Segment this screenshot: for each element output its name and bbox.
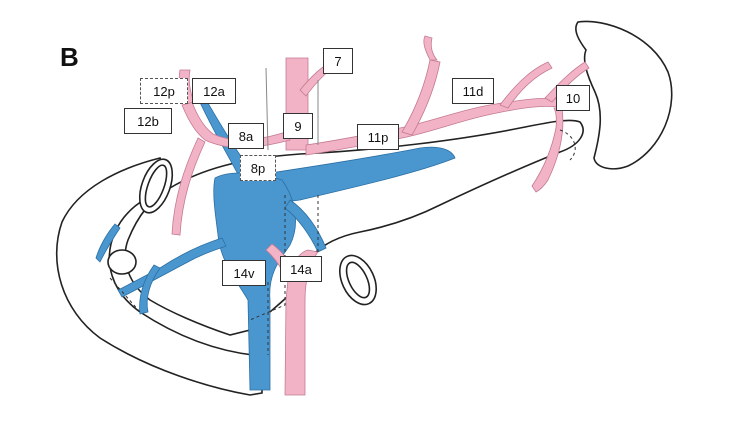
duodenal-knot	[108, 250, 136, 274]
station-12p-label: 12p	[140, 78, 188, 104]
splenic-branch-top	[424, 36, 437, 60]
station-10-label: 10	[556, 85, 590, 111]
station-12b-label: 12b	[124, 108, 172, 134]
station-12a-label: 12a	[192, 78, 236, 104]
station-9-label: 9	[283, 113, 313, 139]
station-14v-label: 14v	[222, 260, 266, 286]
spleen	[576, 21, 672, 168]
station-8a-label: 8a	[228, 123, 264, 149]
panel-letter: B	[60, 42, 79, 73]
station-7-label: 7	[323, 48, 353, 74]
station-11p-label: 11p	[357, 124, 399, 150]
station-8p-label: 8p	[240, 155, 276, 181]
station-11d-label: 11d	[452, 78, 494, 104]
station-14a-label: 14a	[280, 256, 322, 282]
